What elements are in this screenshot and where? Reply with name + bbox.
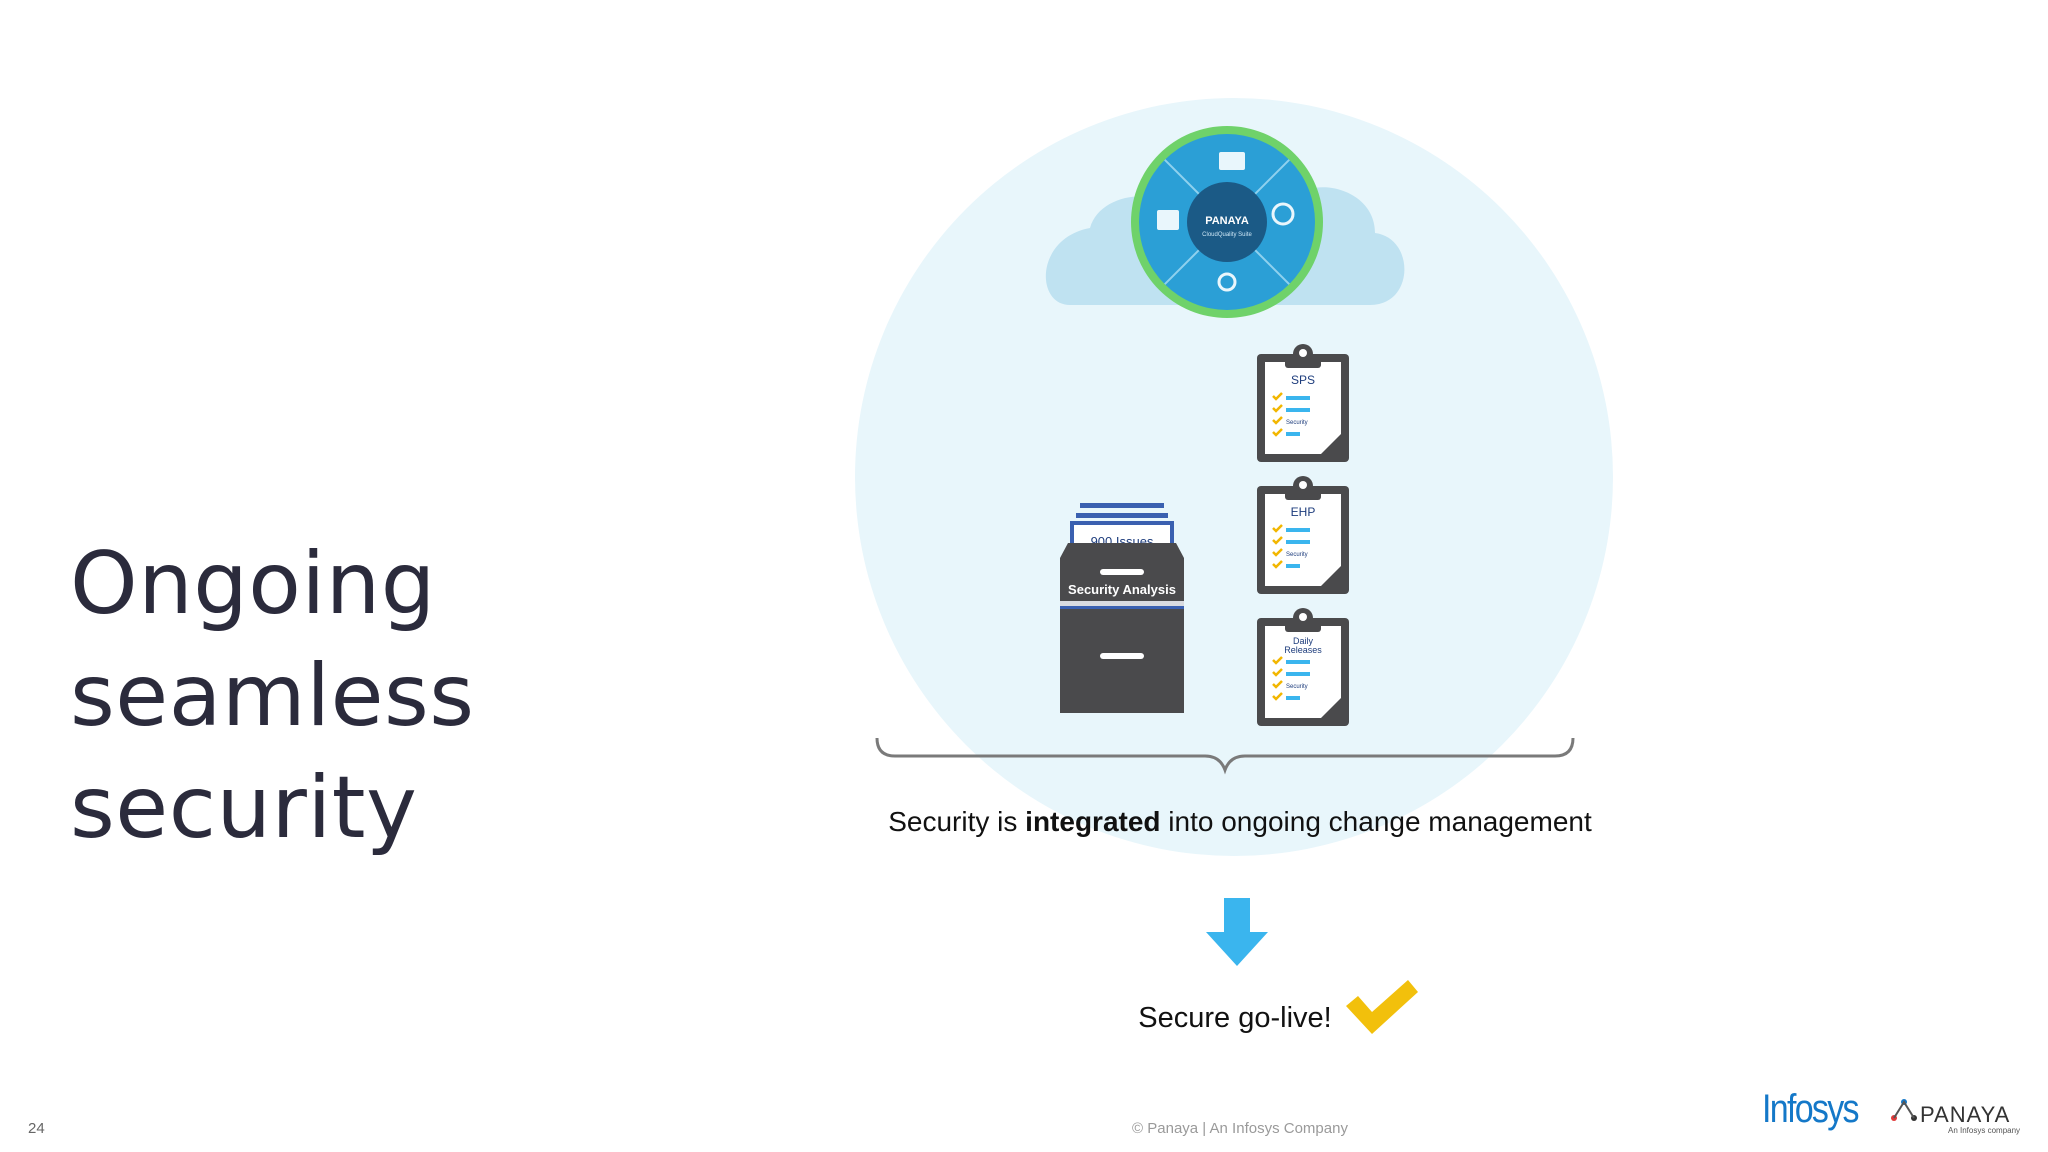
page-number: 24	[28, 1120, 45, 1137]
panaya-tagline: An Infosys company	[1948, 1126, 2021, 1135]
wheel-center-sub: CloudQuality Suite	[1202, 232, 1252, 238]
clipboard-item-label: Security	[1286, 552, 1308, 558]
title-line-2: security	[70, 757, 418, 858]
result-text: Secure go-live!	[1138, 1002, 1332, 1034]
slide-title: Ongoing seamless security	[70, 528, 830, 864]
infosys-logo: Infosys	[1762, 1087, 1860, 1131]
panaya-logo-text: PANAYA	[1920, 1102, 2011, 1127]
title-line-1: Ongoing seamless	[70, 533, 475, 746]
clipboard-title: EHP	[1291, 505, 1316, 519]
curly-brace	[875, 737, 1575, 775]
clipboard-title: Releases	[1284, 645, 1322, 655]
clipboard-item-label: Security	[1286, 420, 1308, 426]
caption-after: into ongoing change management	[1160, 806, 1592, 837]
wheel-center-label: PANAYA	[1205, 215, 1249, 227]
caption-before: Security is	[888, 806, 1026, 837]
checkmark-icon	[1346, 980, 1418, 1034]
arrow-down-icon	[1206, 898, 1268, 966]
footer-text: © Panaya | An Infosys Company	[1132, 1120, 1348, 1137]
clipboard-list: SPSSecurityEHPSecurityDailyReleasesSecur…	[1257, 344, 1349, 726]
clipboard-item-label: Security	[1286, 684, 1308, 690]
panaya-wheel-icon: PANAYA CloudQuality Suite	[1131, 126, 1323, 318]
clipboard-title: Daily	[1293, 636, 1314, 646]
caption: Security is integrated into ongoing chan…	[860, 806, 1620, 838]
file-cabinet-icon: 900 Issues Security Analysis	[1060, 503, 1184, 713]
clipboard-icon: SPS Security	[1257, 344, 1349, 462]
security-diagram: PANAYA CloudQuality Suite 900 Issues Sec…	[875, 126, 1575, 775]
cabinet-label: Security Analysis	[1068, 582, 1176, 597]
panaya-logo-icon	[1891, 1099, 1917, 1121]
clipboard-icon: EHP Security	[1257, 476, 1349, 594]
clipboard-title: SPS	[1291, 373, 1315, 387]
caption-bold: integrated	[1025, 806, 1161, 837]
